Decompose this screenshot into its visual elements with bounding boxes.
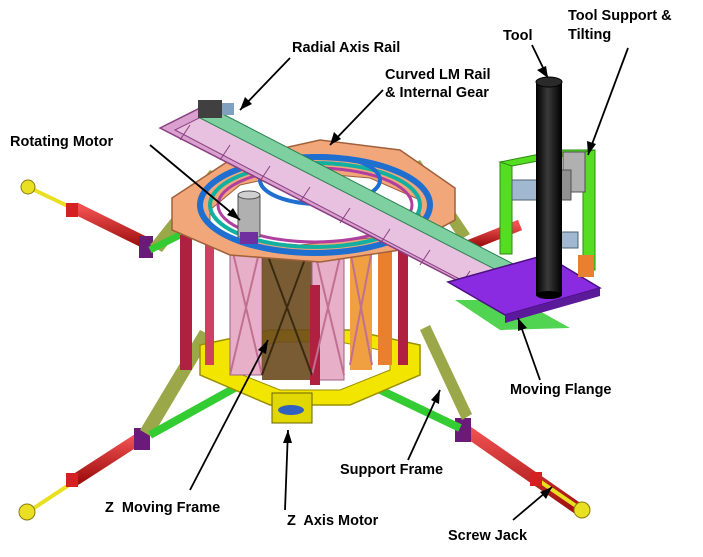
label-support-frame: Support Frame (340, 462, 444, 478)
label-z-moving-frame: Z Moving Frame (105, 500, 221, 516)
label-rotating-motor: Rotating Motor (10, 134, 114, 150)
label-curved-lm-rail-line1: Curved LM Rail (385, 67, 491, 83)
label-screw-jack: Screw Jack (448, 528, 528, 544)
label-tool-support-line2: Tilting (568, 27, 612, 43)
tool (535, 76, 563, 299)
label-curved-lm-rail-line2: & Internal Gear (385, 85, 489, 101)
screw-jack-legs (18, 179, 591, 521)
label-z-axis-motor: Z Axis Motor (287, 513, 379, 529)
label-tool-support-line1: Tool Support & (568, 8, 672, 24)
label-moving-flange: Moving Flange (510, 382, 612, 398)
rotating-motor (237, 190, 261, 244)
label-radial-axis-rail: Radial Axis Rail (292, 40, 401, 56)
leader-lines (149, 44, 629, 521)
radial-axis-rail (158, 100, 570, 330)
inner-frame (180, 230, 408, 385)
label-tool: Tool (503, 28, 533, 44)
curved-lm-rail (197, 154, 433, 256)
